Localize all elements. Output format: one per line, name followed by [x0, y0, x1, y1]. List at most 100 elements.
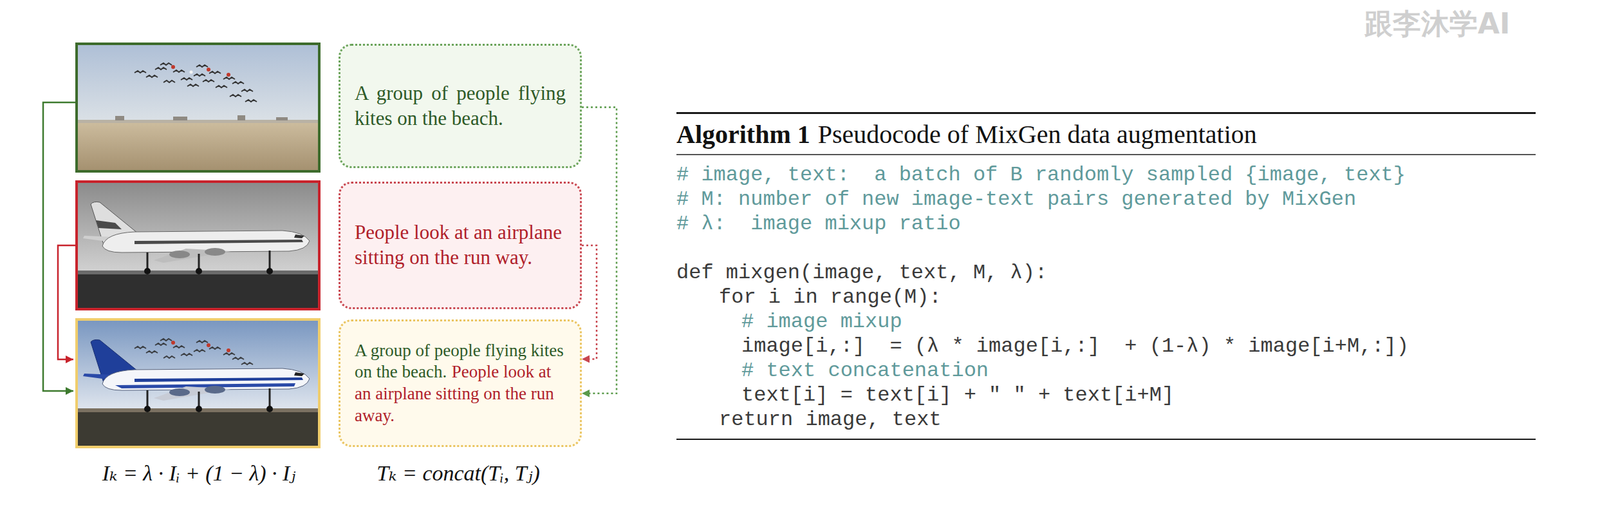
illustration-detail: [163, 355, 176, 358]
airplane-photo: [76, 181, 320, 309]
illustration-detail: [134, 377, 304, 382]
illustration-detail: [146, 252, 149, 270]
illustration-detail: [294, 234, 305, 239]
illustration-detail: [173, 345, 185, 348]
code-line: def mixgen(image, text, M, λ):: [676, 260, 1536, 286]
watermark: 跟李沐学AI: [1364, 5, 1510, 44]
illustration-detail: [171, 65, 176, 69]
algorithm-number: Algorithm 1: [676, 119, 811, 149]
illustration-detail: [173, 116, 188, 121]
code-comment: # M: number of new image-text pairs gene…: [676, 187, 1536, 212]
dotted-connector: [581, 106, 617, 393]
illustration-detail: [198, 253, 201, 270]
mixed-photo: [76, 319, 320, 447]
beach-photo: [76, 43, 320, 172]
illustration-detail: [226, 72, 231, 77]
illustration-detail: [153, 248, 232, 263]
illustration-detail: [134, 239, 304, 244]
illustration-detail: [153, 386, 232, 401]
illustration-detail: [134, 346, 147, 349]
illustration-detail: [76, 319, 320, 411]
illustration-detail: [155, 67, 167, 70]
illustration-detail: [147, 388, 270, 407]
caption-sentence: People look at an airplane sitting on th…: [354, 220, 562, 269]
caption-text: A group of people flying kites on the be…: [354, 81, 566, 132]
caption-box: People look at an airplane sitting on th…: [338, 181, 582, 309]
illustration-detail: [215, 85, 228, 88]
illustration-detail: [160, 63, 172, 66]
algorithm-title: Algorithm 1Pseudocode of MixGen data aug…: [676, 113, 1536, 156]
image-frame: [76, 319, 320, 447]
illustration-detail: [76, 43, 320, 123]
illustration-detail: [196, 340, 208, 343]
illustration-detail: [193, 349, 206, 352]
illustration-detail: [76, 409, 320, 447]
illustration-detail: [223, 352, 235, 355]
illustration-detail: [160, 338, 172, 341]
illustration-detail: [146, 390, 149, 407]
illustration-detail: [266, 405, 273, 412]
illustration-detail: [269, 250, 271, 270]
code-comment: # image, text: a batch of B randomly sam…: [676, 162, 1536, 188]
illustration-detail: [195, 267, 203, 275]
illustration-detail: [144, 405, 151, 412]
algorithm-box: Algorithm 1Pseudocode of MixGen data aug…: [676, 111, 1536, 440]
image-frame: [76, 181, 320, 309]
illustration-detail: [209, 71, 221, 74]
mixed-caption-box: A group of people flying kites on the be…: [338, 319, 582, 447]
illustration-detail: [134, 70, 147, 73]
caption-text: A group of people flying kites on the be…: [354, 339, 566, 427]
illustration-detail: [204, 247, 226, 256]
kites: [134, 63, 257, 102]
illustration-detail: [76, 120, 320, 172]
illustration-detail: [204, 385, 226, 394]
code-comment: # λ: image mixup ratio: [676, 211, 1536, 237]
image-mix-arrow: [43, 102, 76, 391]
illustration-detail: [269, 388, 271, 407]
illustration-detail: [173, 70, 185, 73]
caption-sentence: A group of people flying kites on the be…: [354, 81, 566, 130]
illustration-detail: [276, 117, 288, 121]
illustration-detail: [209, 346, 221, 349]
dotted-connector: [581, 245, 597, 359]
code-line: for i in range(M):: [676, 285, 1536, 310]
illustration-detail: [169, 388, 190, 396]
illustration-detail: [76, 271, 320, 309]
illustration-detail: [146, 350, 158, 353]
illustration-detail: [163, 80, 176, 83]
illustration-detail: [226, 348, 231, 353]
illustration-detail: [232, 81, 244, 84]
illustration-detail: [102, 368, 310, 391]
code-line: text[i] = text[i] + " " + text[i+M]: [676, 382, 1536, 408]
illustration-detail: [144, 267, 151, 275]
code-comment: # image mixup: [676, 309, 1536, 335]
illustration-detail: [196, 65, 208, 67]
illustration-detail: [294, 372, 305, 376]
airplane: [83, 201, 310, 275]
formula: Iₖ = λ · Iᵢ + (1 − λ) · Iⱼ: [102, 459, 297, 486]
code-line: image[i,:] = (λ * image[i,:] + (1-λ) * i…: [676, 334, 1536, 359]
illustration-detail: [232, 357, 244, 360]
image-frame: [76, 43, 320, 172]
code-block: # image, text: a batch of B randomly sam…: [676, 155, 1536, 439]
kites: [134, 338, 253, 365]
illustration-detail: [115, 115, 125, 121]
algorithm-name: Pseudocode of MixGen data augmentation: [818, 119, 1257, 149]
illustration-detail: [206, 343, 211, 347]
illustration-detail: [169, 250, 190, 259]
caption-text: People look at an airplane sitting on th…: [354, 220, 566, 271]
illustration-detail: [193, 74, 206, 76]
illustration-detail: [76, 181, 320, 273]
illustration-detail: [155, 343, 167, 345]
illustration-detail: [195, 405, 203, 412]
illustration-detail: [198, 391, 201, 407]
illustration-detail: [266, 267, 273, 275]
code-comment: # text concatenation: [676, 358, 1536, 383]
formula: Tₖ = concat(Tᵢ, Tⱼ): [376, 459, 540, 486]
illustration-detail: [202, 79, 215, 82]
caption-box: A group of people flying kites on the be…: [338, 43, 582, 168]
illustration-detail: [189, 70, 194, 75]
illustration-detail: [180, 77, 193, 80]
